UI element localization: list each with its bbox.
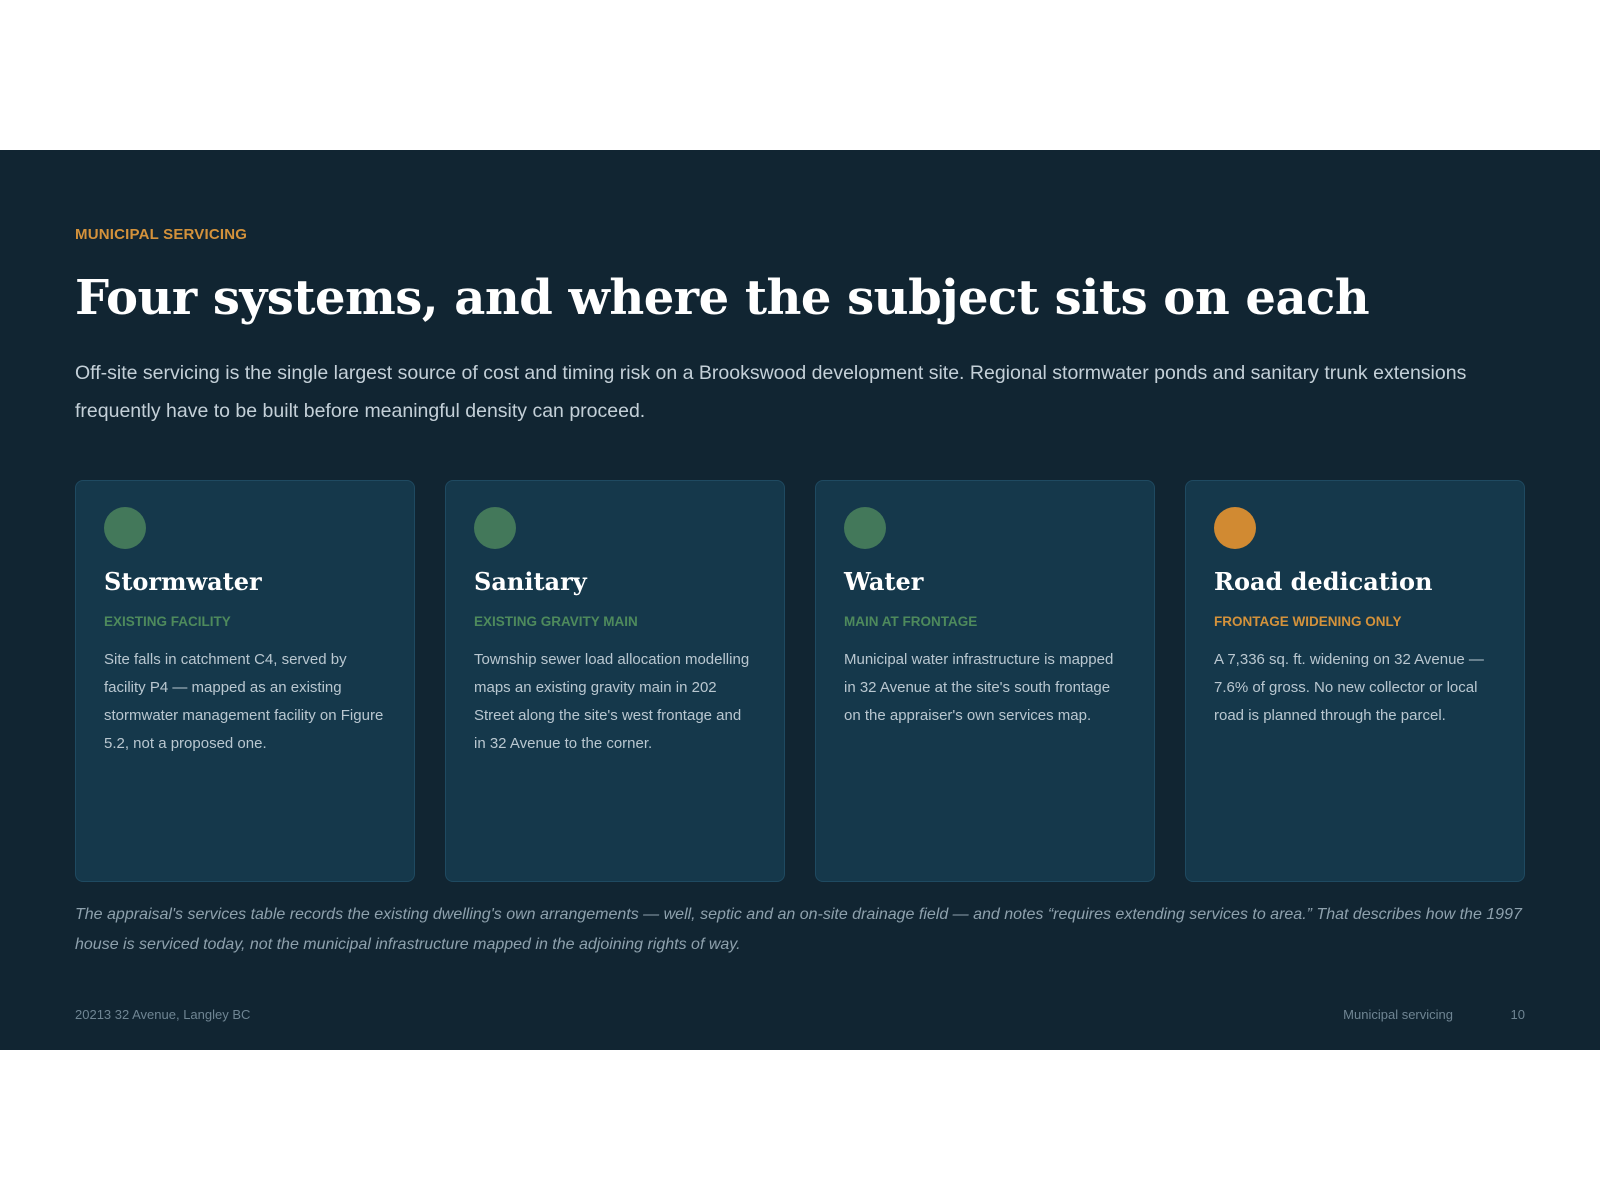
card-sanitary: Sanitary EXISTING GRAVITY MAIN Township … [445, 480, 785, 882]
status-dot-icon [104, 507, 146, 549]
card-title: Road dedication [1214, 567, 1433, 596]
footnote: The appraisal's services table records t… [75, 906, 1522, 953]
page-title: Four systems, and where the subject sits… [75, 270, 1370, 326]
slide: MUNICIPAL SERVICING Four systems, and wh… [0, 150, 1600, 1050]
status-dot-icon [844, 507, 886, 549]
card-body: Township sewer load allocation modelling… [474, 651, 750, 752]
status-dot-icon [1214, 507, 1256, 549]
systems-cards: Stormwater EXISTING FACILITY Site falls … [75, 480, 1525, 882]
card-title: Sanitary [474, 567, 587, 596]
status-dot-icon [474, 507, 516, 549]
footer-section-name: Municipal servicing [1343, 1007, 1453, 1022]
card-title: Stormwater [104, 567, 262, 596]
card-stormwater: Stormwater EXISTING FACILITY Site falls … [75, 480, 415, 882]
lede-paragraph: Off-site servicing is the single largest… [75, 362, 1467, 422]
card-water: Water MAIN AT FRONTAGE Municipal water i… [815, 480, 1155, 882]
status-badge: FRONTAGE WIDENING ONLY [1214, 614, 1402, 629]
status-badge: EXISTING GRAVITY MAIN [474, 614, 638, 629]
footer-address: 20213 32 Avenue, Langley BC [75, 1007, 251, 1022]
card-road-dedication: Road dedication FRONTAGE WIDENING ONLY A… [1185, 480, 1525, 882]
card-title: Water [844, 567, 924, 596]
status-badge: MAIN AT FRONTAGE [844, 614, 978, 629]
card-body: Site falls in catchment C4, served by fa… [104, 651, 384, 752]
status-badge: EXISTING FACILITY [104, 614, 231, 629]
card-body: A 7,336 sq. ft. widening on 32 Avenue — … [1214, 651, 1484, 724]
page-number: 10 [1510, 1007, 1525, 1022]
section-kicker: MUNICIPAL SERVICING [75, 226, 248, 243]
card-body: Municipal water infrastructure is mapped… [844, 651, 1114, 724]
